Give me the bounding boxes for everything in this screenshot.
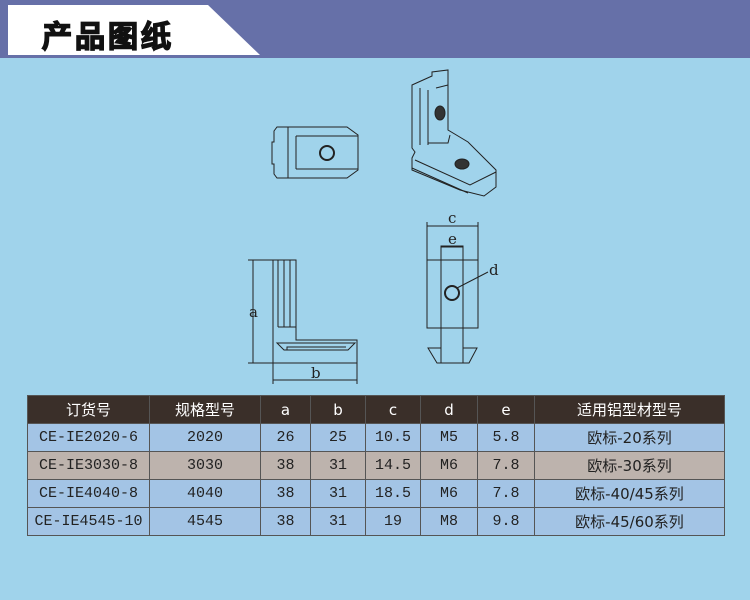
table-cell: 10.5: [365, 423, 421, 452]
spec-table: 订货号 规格型号 a b c d e 适用铝型材型号 CE-IE2020-6 2…: [27, 395, 725, 536]
table-cell: 31: [310, 479, 366, 508]
table-cell: CE-IE4545-10: [27, 507, 150, 536]
column-header: a: [260, 395, 311, 424]
table-cell: M6: [420, 479, 478, 508]
column-header: c: [365, 395, 421, 424]
side-view: [248, 259, 358, 384]
table-cell: 25: [310, 423, 366, 452]
dimension-label-d: d: [489, 261, 499, 279]
table-cell: CE-IE2020-6: [27, 423, 150, 452]
dimension-label-b: b: [311, 364, 321, 382]
dimension-label-a: a: [249, 303, 258, 321]
table-cell: 欧标-30系列: [534, 451, 725, 480]
table-cell: 欧标-20系列: [534, 423, 725, 452]
table-cell: 4040: [149, 479, 261, 508]
table-cell: 31: [310, 451, 366, 480]
table-cell: 2020: [149, 423, 261, 452]
table-cell: CE-IE3030-8: [27, 451, 150, 480]
table-cell: 14.5: [365, 451, 421, 480]
column-header: b: [310, 395, 366, 424]
table-cell: 7.8: [477, 451, 535, 480]
table-cell: 19: [365, 507, 421, 536]
page-title: 产品图纸: [41, 19, 174, 56]
table-row: CE-IE4040-8 4040 38 31 18.5 M6 7.8 欧标-40…: [27, 479, 725, 508]
table-cell: M8: [420, 507, 478, 536]
top-view: [271, 126, 359, 179]
column-header: 适用铝型材型号: [534, 395, 725, 424]
table-cell: M6: [420, 451, 478, 480]
table-cell: 38: [260, 451, 311, 480]
table-cell: 9.8: [477, 507, 535, 536]
isometric-view: [411, 69, 497, 197]
table-cell: M5: [420, 423, 478, 452]
table-cell: 38: [260, 507, 311, 536]
table-cell: 欧标-45/60系列: [534, 507, 725, 536]
table-cell: 欧标-40/45系列: [534, 479, 725, 508]
table-cell: 3030: [149, 451, 261, 480]
table-cell: 4545: [149, 507, 261, 536]
table-cell: 5.8: [477, 423, 535, 452]
column-header: d: [420, 395, 478, 424]
table-cell: 18.5: [365, 479, 421, 508]
dimension-label-e: e: [448, 230, 457, 248]
table-cell: 26: [260, 423, 311, 452]
table-cell: 38: [260, 479, 311, 508]
column-header: 规格型号: [149, 395, 261, 424]
front-view: [426, 222, 489, 364]
table-header-row: 订货号 规格型号 a b c d e 适用铝型材型号: [27, 395, 725, 424]
dimension-label-c: c: [448, 209, 456, 227]
table-cell: CE-IE4040-8: [27, 479, 150, 508]
table-cell: 31: [310, 507, 366, 536]
table-row: CE-IE3030-8 3030 38 31 14.5 M6 7.8 欧标-30…: [27, 451, 725, 480]
table-row: CE-IE2020-6 2020 26 25 10.5 M5 5.8 欧标-20…: [27, 423, 725, 452]
table-cell: 7.8: [477, 479, 535, 508]
table-row: CE-IE4545-10 4545 38 31 19 M8 9.8 欧标-45/…: [27, 507, 725, 536]
column-header: e: [477, 395, 535, 424]
column-header: 订货号: [27, 395, 150, 424]
